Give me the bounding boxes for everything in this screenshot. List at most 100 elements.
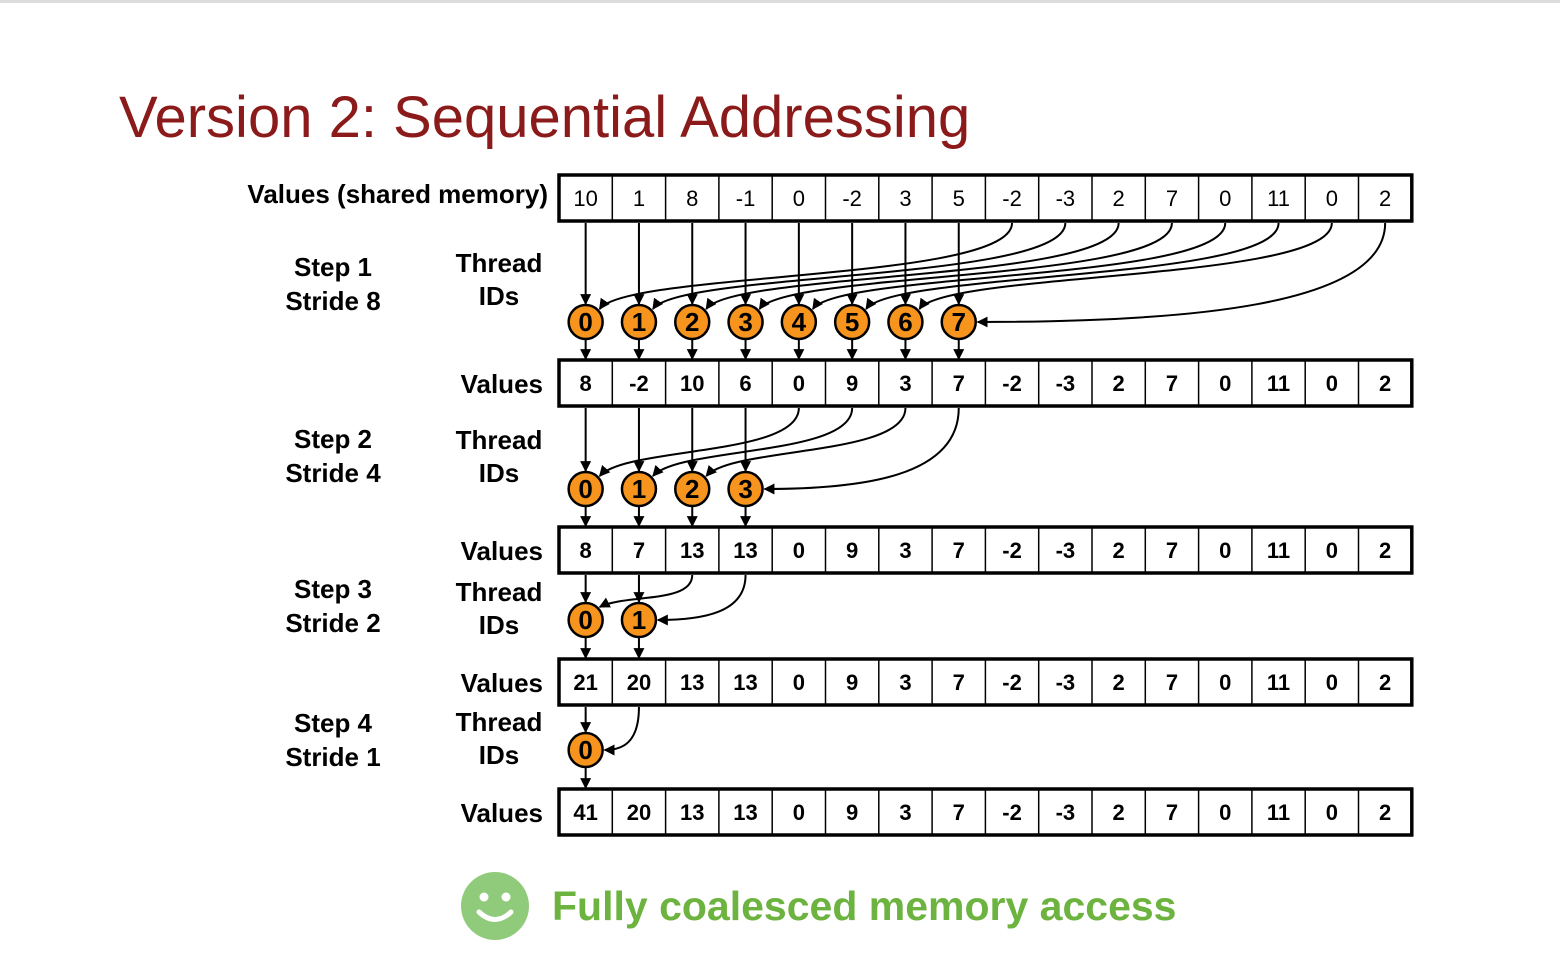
stride-arrow <box>603 706 640 756</box>
values-label: Values <box>461 798 543 828</box>
value-cell: -3 <box>1056 371 1076 396</box>
value-cell: 1 <box>633 186 645 211</box>
thread-node: 0 <box>567 601 604 639</box>
thread-node: 1 <box>620 470 658 508</box>
thread-id: 2 <box>685 474 699 504</box>
shared-memory-label: Values (shared memory) <box>247 179 548 209</box>
step-label: Step 4 <box>294 708 373 738</box>
top-border <box>0 0 1560 3</box>
thread-circle <box>620 470 658 508</box>
stride-arrow <box>812 222 1227 310</box>
value-cell: 7 <box>1166 800 1178 825</box>
thread-node: 3 <box>727 470 764 508</box>
thread-node: 0 <box>567 303 604 341</box>
value-cell: 0 <box>793 371 805 396</box>
value-cell: 3 <box>899 538 911 563</box>
value-cell: 13 <box>680 800 704 825</box>
step-label: Step 2 <box>294 424 372 454</box>
value-cell: 0 <box>1219 186 1231 211</box>
value-cell: 13 <box>733 800 757 825</box>
thread-id: 0 <box>578 735 592 765</box>
value-cell: -2 <box>1002 186 1022 211</box>
thread-label: Thread <box>456 577 543 607</box>
value-cell: -2 <box>1002 371 1022 396</box>
thread-node: 1 <box>620 303 658 341</box>
value-cell: 0 <box>793 670 805 695</box>
value-cell: 0 <box>793 186 805 211</box>
value-cell: 0 <box>1326 670 1338 695</box>
value-cell: 2 <box>1113 371 1125 396</box>
stride-label: Stride 1 <box>285 742 380 772</box>
value-cell: 0 <box>1326 800 1338 825</box>
value-cell: 13 <box>680 670 704 695</box>
thread-circle <box>674 303 711 341</box>
thread-node: 4 <box>780 303 818 341</box>
value-cell: 41 <box>573 800 597 825</box>
value-cell: 0 <box>793 538 805 563</box>
value-cell: 3 <box>899 371 911 396</box>
value-cell: -3 <box>1056 538 1076 563</box>
thread-circle <box>833 303 871 341</box>
value-cell: -3 <box>1056 186 1076 211</box>
thread-id: 4 <box>792 307 807 337</box>
value-cell: -3 <box>1056 670 1076 695</box>
thread-id: 3 <box>738 307 752 337</box>
value-cell: 0 <box>1326 371 1338 396</box>
value-cell: -2 <box>629 371 649 396</box>
thread-node: 7 <box>940 303 977 341</box>
value-cell: 11 <box>1267 670 1290 695</box>
thread-id: 0 <box>578 474 592 504</box>
value-cell: 7 <box>953 670 965 695</box>
value-cell: 2 <box>1379 538 1391 563</box>
thread-id: 3 <box>738 474 752 504</box>
thread-circle <box>567 601 604 639</box>
slide-title: Version 2: Sequential Addressing <box>119 85 971 150</box>
value-cell: -1 <box>736 186 756 211</box>
thread-circle <box>567 731 604 769</box>
thread-label: Thread <box>456 707 543 737</box>
value-cell: 3 <box>899 670 911 695</box>
thread-circle <box>780 303 818 341</box>
values-label: Values <box>461 536 543 566</box>
value-cell: 8 <box>686 186 698 211</box>
value-cell: 2 <box>1113 186 1125 211</box>
thread-circle <box>620 303 658 341</box>
thread-node: 3 <box>727 303 764 341</box>
ids-label: IDs <box>479 458 519 488</box>
stride-arrow <box>918 222 1333 310</box>
thread-circle <box>727 303 764 341</box>
value-cell: 7 <box>1166 186 1178 211</box>
stride-arrow <box>976 222 1387 328</box>
thread-id: 1 <box>632 474 646 504</box>
value-cell: 9 <box>846 670 858 695</box>
value-cell: 0 <box>1326 186 1338 211</box>
value-cell: 13 <box>680 538 704 563</box>
stride-label: Stride 8 <box>285 286 380 316</box>
stride-arrow <box>598 222 1014 310</box>
value-cell: -2 <box>1002 538 1022 563</box>
value-cell: 8 <box>580 538 592 563</box>
thread-circle <box>940 303 977 341</box>
thread-id: 5 <box>845 307 859 337</box>
value-cell: -2 <box>1002 800 1022 825</box>
values-label: Values <box>461 668 543 698</box>
thread-label: Thread <box>456 425 543 455</box>
value-cell: 11 <box>1267 371 1290 396</box>
smiley-face-icon <box>461 872 529 940</box>
value-cell: 9 <box>846 371 858 396</box>
stride-arrow <box>758 222 1173 310</box>
value-cell: 11 <box>1267 186 1290 211</box>
value-cell: 10 <box>680 371 704 396</box>
value-cell: 0 <box>1326 538 1338 563</box>
stride-arrow <box>705 222 1120 310</box>
value-cell: 7 <box>953 800 965 825</box>
thread-node: 2 <box>674 303 711 341</box>
thread-circle <box>567 470 604 508</box>
step-label: Step 1 <box>294 252 372 282</box>
thread-id: 6 <box>898 307 912 337</box>
value-cell: 20 <box>627 670 651 695</box>
